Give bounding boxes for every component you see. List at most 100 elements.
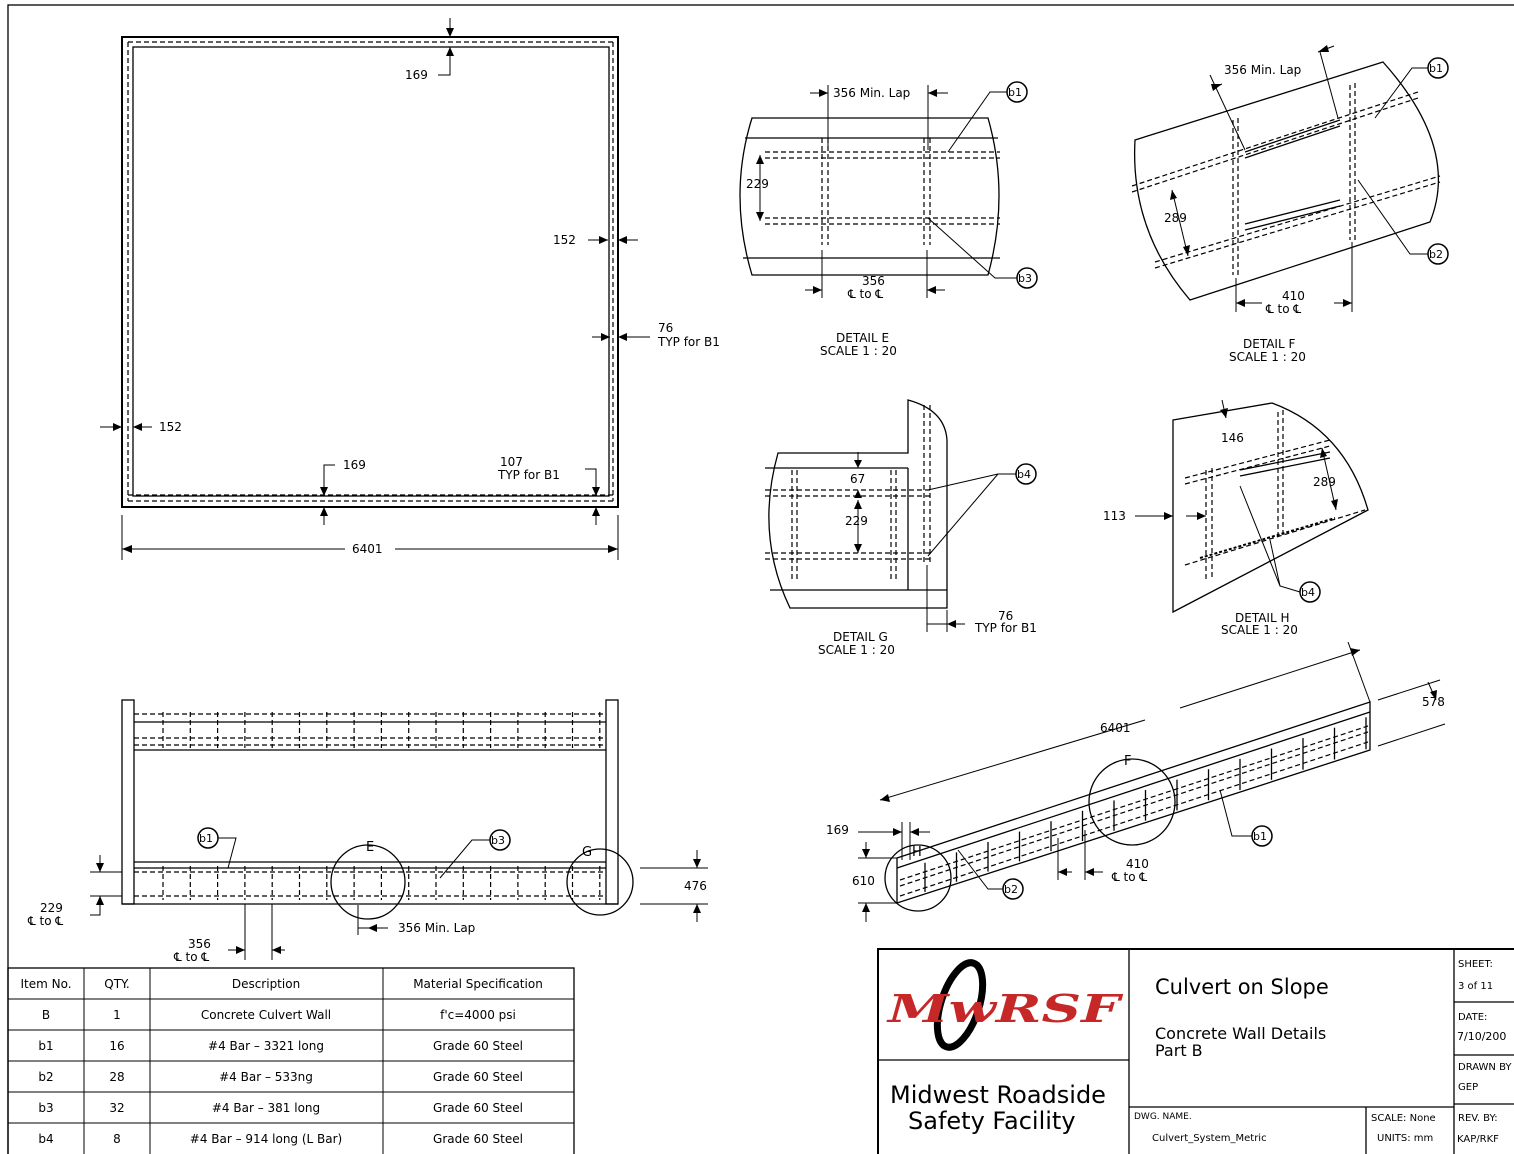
bom-cell: b1 [38, 1039, 53, 1053]
callout-label: b1 [1008, 86, 1022, 99]
dim-text: 76 [658, 321, 673, 335]
sheet-subtitle: Concrete Wall Details [1155, 1024, 1326, 1043]
bom-cell: f'c=4000 psi [440, 1008, 516, 1022]
bom-cell: #4 Bar – 381 long [212, 1101, 320, 1115]
stirrups-bottom [162, 866, 601, 900]
bill-of-materials: Item No. QTY. Description Material Speci… [7, 967, 575, 1154]
bom-cell: Grade 60 Steel [433, 1070, 523, 1084]
detail-g-circle [566, 848, 634, 916]
bom-cell: b3 [38, 1101, 53, 1115]
mwrsf-logo: MwRSF [885, 959, 1124, 1051]
sheet-title: Culvert on Slope [1155, 975, 1329, 999]
drawn-label: DRAWN BY [1458, 1062, 1512, 1073]
dim-text: 289 [1164, 211, 1187, 225]
bom-cell: #4 Bar – 914 long (L Bar) [190, 1132, 342, 1146]
bom-cell: #4 Bar – 3321 long [208, 1039, 324, 1053]
title-block: MwRSF Midwest Roadside Safety Facility C… [877, 948, 1514, 1154]
detail-mark: E [366, 840, 374, 855]
detail-mark: G [582, 845, 592, 860]
dim-text: 356 [862, 274, 885, 288]
dim-text: 67 [850, 472, 865, 486]
bom-header: QTY. [104, 977, 130, 991]
bom-cell: 32 [109, 1101, 124, 1115]
dim-text: 169 [343, 458, 366, 472]
callout-label: b2 [1004, 883, 1018, 896]
callout-label: b4 [1017, 468, 1031, 481]
bom-cell: B [42, 1008, 50, 1022]
bom-cell: Grade 60 Steel [433, 1039, 523, 1053]
detail-e-circle [330, 844, 406, 920]
dim-text: ℄ to ℄ [27, 914, 63, 928]
dim-text: 6401 [352, 542, 383, 556]
callout-label: b3 [1018, 272, 1032, 285]
sheet-label: SHEET: [1458, 959, 1493, 970]
dim-text: 410 [1126, 857, 1149, 871]
dim-text: ℄ to ℄ [173, 950, 209, 964]
bom-cell: 16 [109, 1039, 124, 1053]
bom-header: Description [232, 977, 300, 991]
callout-label: b1 [199, 832, 213, 845]
callout-label: b1 [1253, 830, 1267, 843]
dim-text: 169 [826, 823, 849, 837]
dim-text: 152 [553, 233, 576, 247]
bom-header: Material Specification [413, 977, 543, 991]
dim-text: 356 Min. Lap [833, 86, 910, 100]
detail-scale: SCALE 1 : 20 [1221, 623, 1298, 637]
slope-view: F H 6401 578 169 610 [826, 641, 1446, 922]
detail-title: DETAIL E [836, 331, 889, 345]
dim-text: 356 [188, 937, 211, 951]
slope-stirrups [924, 717, 1367, 892]
units-label: UNITS: mm [1377, 1133, 1433, 1144]
detail-title: DETAIL F [1243, 337, 1295, 351]
bom-cell: 1 [113, 1008, 121, 1022]
bom-cell: Concrete Culvert Wall [201, 1008, 331, 1022]
dim-text: 6401 [1100, 721, 1131, 735]
sheet-border [7, 4, 1514, 1154]
facility-line2: Safety Facility [908, 1107, 1076, 1135]
callout-label: b1 [1429, 62, 1443, 75]
rev-value: KAP/RKF [1457, 1134, 1499, 1145]
dim-text: 476 [684, 879, 707, 893]
detail-mark: F [1124, 754, 1131, 769]
dim-text: 229 [845, 514, 868, 528]
dim-text: 410 [1282, 289, 1305, 303]
elevation-view: E G b1 b3 229 ℄ to ℄ 356 ℄ to ℄ 356 Min.… [27, 699, 708, 964]
dim-text: 356 Min. Lap [1224, 63, 1301, 77]
dim-text: 356 Min. Lap [398, 921, 475, 935]
dim-text: TYP for B1 [657, 335, 720, 349]
bom-cell: b4 [38, 1132, 53, 1146]
dim-text: 76 [998, 609, 1013, 623]
dwg-value: Culvert_System_Metric [1152, 1133, 1267, 1144]
dim-text: 146 [1221, 431, 1244, 445]
detail-scale: SCALE 1 : 20 [818, 643, 895, 657]
dim-text: 152 [159, 420, 182, 434]
dwg-label: DWG. NAME. [1134, 1112, 1192, 1122]
dim-text: ℄ to ℄ [1265, 302, 1301, 316]
dim-text: 229 [746, 177, 769, 191]
callout-label: b2 [1429, 248, 1443, 261]
rev-label: REV. BY: [1458, 1113, 1498, 1124]
detail-e: 356 Min. Lap 229 356 ℄ to ℄ b1 b3 DETAIL… [739, 81, 1038, 358]
drawn-value: GEP [1458, 1082, 1478, 1093]
dim-text: TYP for B1 [497, 468, 560, 482]
bom-cell: Grade 60 Steel [433, 1132, 523, 1146]
detail-scale: SCALE 1 : 20 [1229, 350, 1306, 364]
dim-text: 169 [405, 68, 428, 82]
callout-label: b4 [1301, 586, 1315, 599]
facility-line1: Midwest Roadside [890, 1081, 1106, 1109]
dim-text: 229 [40, 901, 63, 915]
dim-text: TYP for B1 [974, 621, 1037, 635]
sheet-value: 3 of 11 [1458, 981, 1493, 992]
detail-g: 67 229 76 TYP for B1 b4 DETAIL G SCALE 1… [765, 399, 1037, 657]
dim-text: 107 [500, 455, 523, 469]
detail-f: 356 Min. Lap 289 410 ℄ to ℄ b1 b2 DETAIL… [1131, 45, 1449, 364]
stirrups-top [162, 712, 601, 748]
bom-cell: 28 [109, 1070, 124, 1084]
detail-h: 146 289 113 b4 DETAIL H SCALE 1 : 20 [1103, 399, 1369, 637]
bom-cell: 8 [113, 1132, 121, 1146]
bom-cell: b2 [38, 1070, 53, 1084]
bom-header: Item No. [20, 977, 71, 991]
bom-cell: #4 Bar – 533ng [219, 1070, 313, 1084]
dim-text: 289 [1313, 475, 1336, 489]
plan-view: 169 152 76 TYP for B1 152 169 107 TYP fo… [100, 18, 720, 560]
